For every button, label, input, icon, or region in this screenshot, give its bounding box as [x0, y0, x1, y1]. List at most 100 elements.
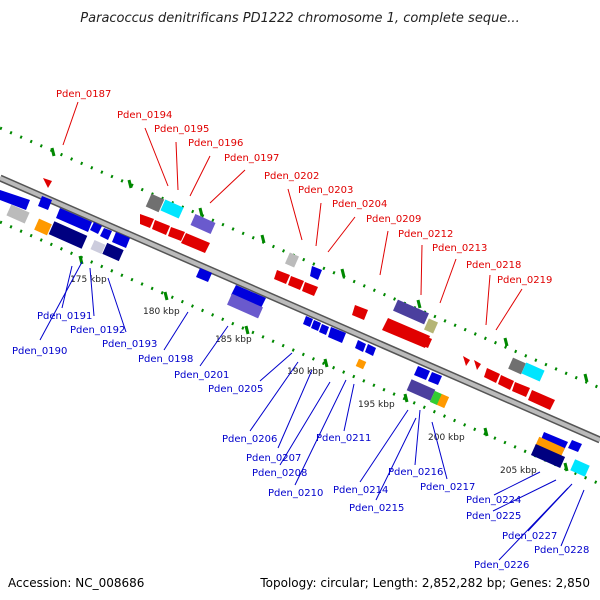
gene-box[interactable] [34, 218, 52, 236]
forward-strand-genes[interactable] [0, 178, 555, 410]
gene-label[interactable]: Pden_0187 [56, 89, 111, 100]
gene-label[interactable]: Pden_0196 [188, 138, 243, 149]
gene-label[interactable]: Pden_0217 [420, 482, 475, 493]
gene-arrow[interactable] [310, 266, 322, 280]
gene-box[interactable] [530, 444, 566, 468]
gene-arrow[interactable] [428, 372, 442, 385]
gene-label[interactable]: Pden_0214 [333, 485, 388, 496]
gene-box[interactable] [355, 358, 367, 370]
gene-arrow[interactable] [0, 190, 30, 210]
gene-label[interactable]: Pden_0215 [349, 503, 404, 514]
gene-arrow[interactable] [43, 178, 52, 188]
gene-box[interactable] [284, 252, 300, 268]
gene-label[interactable]: Pden_0198 [138, 354, 193, 365]
gene-arrow[interactable] [355, 340, 366, 352]
chromosome-backbone [0, 174, 600, 444]
gene-box[interactable] [508, 357, 526, 375]
gene-arrow[interactable] [302, 282, 318, 296]
gene-arrow[interactable] [38, 196, 52, 210]
gene-box[interactable] [102, 242, 124, 262]
gene-arrow[interactable] [352, 305, 368, 320]
gene-label[interactable]: Pden_0209 [366, 214, 421, 225]
gene-arrow[interactable] [181, 233, 210, 253]
gene-arrow[interactable] [231, 285, 266, 308]
gene-arrow[interactable] [56, 208, 92, 232]
tick-label: 200 kbp [428, 433, 465, 443]
gene-box[interactable] [393, 299, 429, 325]
gene-arrow[interactable] [474, 360, 481, 370]
gene-label[interactable]: Pden_0212 [398, 229, 453, 240]
gene-label[interactable]: Pden_0208 [252, 468, 307, 479]
gene-label[interactable]: Pden_0205 [208, 384, 263, 395]
gene-arrow[interactable] [512, 382, 530, 397]
gene-box[interactable] [570, 459, 590, 477]
gene-label[interactable]: Pden_0228 [534, 545, 589, 556]
gene-arrow[interactable] [112, 232, 130, 248]
gene-arrow[interactable] [274, 270, 290, 284]
gene-box[interactable] [429, 390, 443, 406]
gene-box[interactable] [6, 204, 30, 224]
gene-arrow[interactable] [196, 268, 212, 282]
forward-leaders [62, 101, 523, 331]
gene-arrow[interactable] [414, 366, 430, 380]
gene-arrow[interactable] [414, 333, 432, 348]
gene-arrow[interactable] [100, 228, 112, 240]
gene-box[interactable] [227, 293, 263, 319]
gene-label[interactable]: Pden_0203 [298, 185, 353, 196]
accession-text: Accession: NC_008686 [8, 576, 145, 590]
reverse-labels: Pden_0191 Pden_0192 Pden_0190 Pden_0193 … [12, 311, 589, 571]
gene-label[interactable]: Pden_0216 [388, 467, 443, 478]
gene-label[interactable]: Pden_0204 [332, 199, 387, 210]
gene-label[interactable]: Pden_0224 [466, 495, 521, 506]
gene-arrow[interactable] [319, 324, 329, 335]
gene-label[interactable]: Pden_0197 [224, 153, 279, 164]
gene-arrow[interactable] [152, 220, 170, 235]
tick-label: 180 kbp [143, 307, 180, 317]
tick-label: 205 kbp [500, 466, 537, 476]
gene-label[interactable]: Pden_0195 [154, 124, 209, 135]
gene-arrow[interactable] [168, 227, 185, 241]
gene-box[interactable] [160, 199, 184, 219]
gene-label[interactable]: Pden_0207 [246, 453, 301, 464]
gene-label[interactable]: Pden_0210 [268, 488, 323, 499]
gene-arrow[interactable] [311, 320, 321, 331]
gene-label[interactable]: Pden_0190 [12, 346, 67, 357]
gene-box[interactable] [190, 214, 216, 234]
gene-arrow[interactable] [498, 375, 514, 390]
gene-box[interactable] [90, 239, 106, 255]
gene-label[interactable]: Pden_0194 [117, 110, 172, 121]
gene-arrow[interactable] [463, 356, 470, 366]
gene-box[interactable] [521, 362, 545, 382]
gene-label[interactable]: Pden_0226 [474, 560, 529, 571]
gene-arrow[interactable] [568, 440, 582, 452]
gene-label[interactable]: Pden_0202 [264, 171, 319, 182]
gene-arrow[interactable] [140, 214, 154, 228]
gene-box[interactable] [145, 193, 165, 213]
gene-box[interactable] [406, 379, 436, 401]
gene-arrow[interactable] [90, 222, 102, 234]
reverse-strand-genes[interactable] [6, 196, 590, 477]
gene-arrow[interactable] [528, 390, 555, 410]
gene-arrow[interactable] [303, 316, 313, 327]
gene-arrow[interactable] [484, 368, 500, 383]
gene-arrow[interactable] [365, 344, 376, 356]
gene-box[interactable] [436, 393, 450, 409]
gene-label[interactable]: Pden_0218 [466, 260, 521, 271]
gene-label[interactable]: Pden_0206 [222, 434, 277, 445]
gene-box[interactable] [423, 318, 439, 334]
gene-label[interactable]: Pden_0211 [316, 433, 371, 444]
gene-label[interactable]: Pden_0193 [102, 339, 157, 350]
gene-box[interactable] [535, 436, 565, 458]
gene-label[interactable]: Pden_0219 [497, 275, 552, 286]
reverse-leaders [39, 261, 585, 561]
gene-label[interactable]: Pden_0192 [70, 325, 125, 336]
gene-arrow[interactable] [288, 276, 304, 290]
gene-label[interactable]: Pden_0227 [502, 531, 557, 542]
gene-label[interactable]: Pden_0213 [432, 243, 487, 254]
gene-label[interactable]: Pden_0201 [174, 370, 229, 381]
gene-arrow[interactable] [328, 327, 346, 343]
gene-label[interactable]: Pden_0225 [466, 511, 521, 522]
gene-label[interactable]: Pden_0191 [37, 311, 92, 322]
gene-box[interactable] [48, 221, 88, 249]
